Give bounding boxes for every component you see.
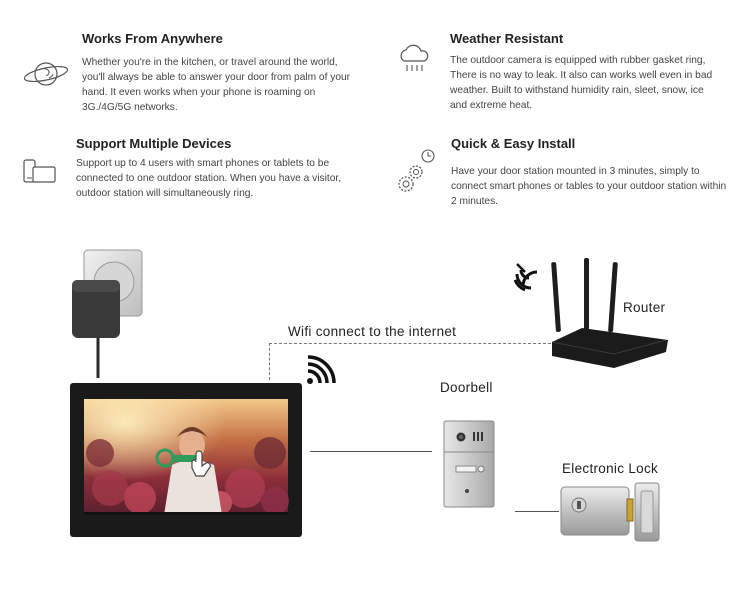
feature-description: Have your door station mounted in 3 minu… [451, 166, 727, 207]
feature-description: The outdoor camera is equipped with rubb… [450, 55, 713, 111]
doorbell-label: Doorbell [440, 380, 493, 395]
unlock-touch-icon [154, 446, 218, 482]
router-signal-icon [513, 260, 545, 292]
cloud-rain-icon [396, 44, 432, 74]
power-adapter-icon [66, 246, 146, 381]
feature-title: Support Multiple Devices [76, 136, 232, 151]
electronic-lock-icon [557, 481, 665, 543]
wifi-connection-line-horizontal [269, 343, 551, 344]
router-label: Router [623, 300, 666, 315]
feature-title: Quick & Easy Install [451, 136, 576, 151]
feature-title: Weather Resistant [450, 31, 564, 46]
gears-clock-icon [396, 148, 438, 196]
feature-description: Support up to 4 users with smart phones … [76, 158, 342, 199]
wifi-label: Wifi connect to the internet [288, 324, 457, 339]
wifi-connection-line-vertical [269, 343, 270, 380]
wifi-signal-icon [306, 355, 336, 385]
monitor-doorbell-wire [310, 451, 432, 452]
devices-icon [22, 158, 58, 186]
doorbell-lock-wire [515, 511, 559, 512]
feature-title: Works From Anywhere [82, 31, 223, 46]
router-icon [548, 256, 672, 370]
globe-orbit-icon [22, 58, 70, 90]
doorbell-outdoor-station [443, 420, 495, 508]
electronic-lock-label: Electronic Lock [562, 461, 659, 476]
feature-description: Whether you're in the kitchen, or travel… [82, 57, 351, 113]
